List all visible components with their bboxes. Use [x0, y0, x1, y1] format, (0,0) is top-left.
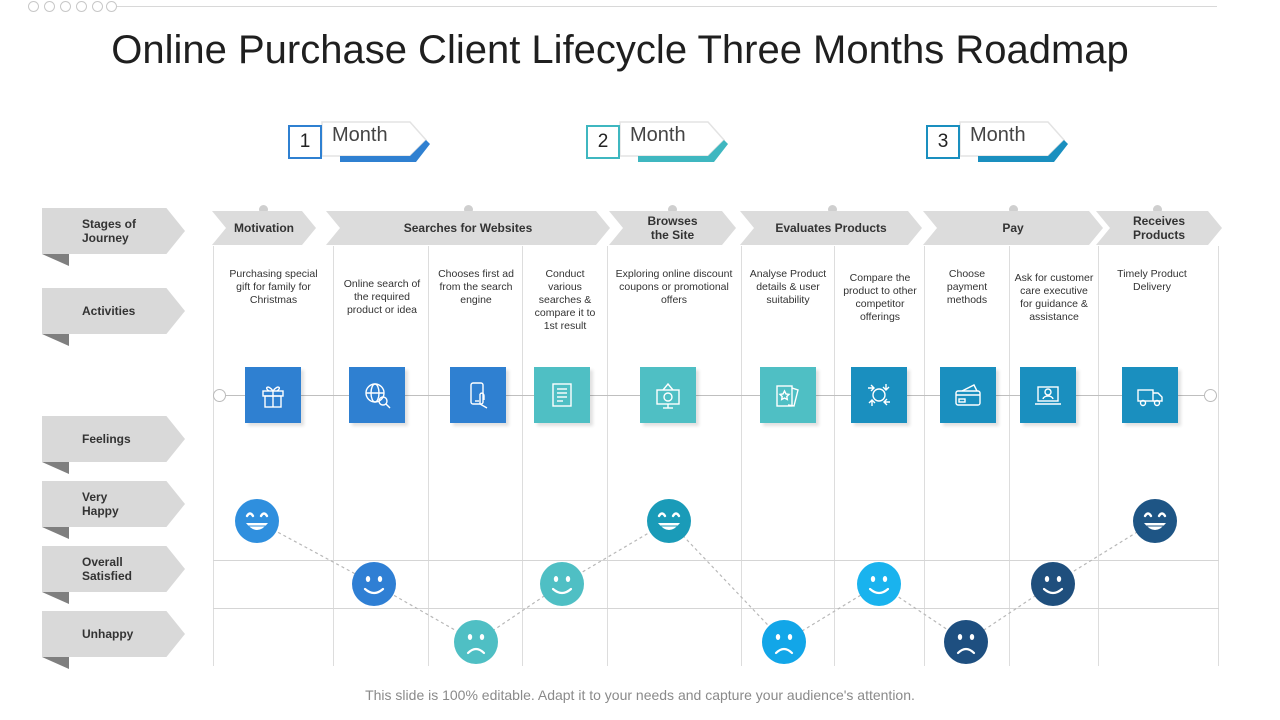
footer-note: This slide is 100% editable. Adapt it to… — [365, 687, 915, 703]
stage-dot — [828, 205, 837, 214]
support-laptop-icon — [1020, 367, 1076, 423]
row-label-stages: Stages of Journey — [42, 208, 185, 254]
very-happy-face-icon — [235, 499, 279, 543]
grid-line — [834, 246, 835, 666]
activity-text: Ask for customer care executive for guid… — [1014, 272, 1094, 323]
nav-dot — [28, 1, 39, 12]
document-list-icon — [534, 367, 590, 423]
row-label-activities: Activities — [42, 288, 185, 334]
coupon-icon — [640, 367, 696, 423]
nav-dot — [106, 1, 117, 12]
activity-text: Conduct various searches & compare it to… — [534, 268, 596, 332]
row-label-overall-satisfied: Overall Satisfied — [42, 546, 185, 592]
month-label: Month — [332, 124, 388, 146]
stage-dot — [668, 205, 677, 214]
activity-text: Timely Product Delivery — [1117, 268, 1187, 293]
grid-line — [333, 246, 334, 666]
unhappy-face-icon — [762, 620, 806, 664]
month-badge-2: 2 Month — [586, 120, 728, 164]
globe-search-icon — [349, 367, 405, 423]
stage-motivation: Motivation — [212, 211, 316, 245]
page-title: Online Purchase Client Lifecycle Three M… — [111, 28, 1129, 72]
unhappy-face-icon — [944, 620, 988, 664]
grid-line — [1218, 246, 1219, 666]
nav-dot — [92, 1, 103, 12]
activity-text: Analyse Product details & user suitabili… — [749, 268, 827, 306]
very-happy-face-icon — [1133, 499, 1177, 543]
grid-line — [607, 246, 608, 666]
stage-pay: Pay — [923, 211, 1103, 245]
very-happy-face-icon — [647, 499, 691, 543]
grid-line — [924, 246, 925, 666]
month-label: Month — [630, 124, 686, 146]
feelings-connector-line — [256, 520, 1156, 643]
stage-dot — [464, 205, 473, 214]
overall-satisfied-face-icon — [540, 562, 584, 606]
month-number: 2 — [586, 125, 620, 159]
activity-text: Purchasing special gift for family for C… — [229, 268, 318, 306]
grid-line — [213, 560, 1219, 561]
row-label-feelings: Feelings — [42, 416, 185, 462]
mobile-tap-icon — [450, 367, 506, 423]
activity-text: Chooses first ad from the search engine — [438, 268, 514, 306]
timeline-end — [1204, 389, 1217, 402]
grid-line — [522, 246, 523, 666]
row-label-unhappy: Unhappy — [42, 611, 185, 657]
month-arrow-shape — [959, 121, 1068, 162]
activity-text: Choose payment methods — [946, 268, 988, 306]
row-label-very-happy: Very Happy — [42, 481, 185, 527]
delivery-truck-icon — [1122, 367, 1178, 423]
month-label: Month — [970, 124, 1026, 146]
grid-line — [1098, 246, 1099, 666]
timeline-end — [213, 389, 226, 402]
grid-line — [1009, 246, 1010, 666]
stage-evaluates-products: Evaluates Products — [740, 211, 922, 245]
month-badge-1: 1 Month — [288, 120, 430, 164]
product-cards-icon — [760, 367, 816, 423]
month-arrow-shape — [321, 121, 430, 162]
compare-icon — [851, 367, 907, 423]
overall-satisfied-face-icon — [352, 562, 396, 606]
grid-line — [428, 246, 429, 666]
month-arrow-shape — [619, 121, 728, 162]
gift-icon — [245, 367, 301, 423]
month-badge-3: 3 Month — [926, 120, 1068, 164]
stage-dot — [1009, 205, 1018, 214]
grid-line — [213, 246, 214, 666]
stage-browses-the-site: Browses the Site — [609, 211, 736, 245]
credit-card-icon — [940, 367, 996, 423]
nav-dot — [44, 1, 55, 12]
grid-line — [213, 608, 1219, 609]
overall-satisfied-face-icon — [1031, 562, 1075, 606]
grid-line — [741, 246, 742, 666]
top-divider — [112, 6, 1217, 7]
nav-dot — [76, 1, 87, 12]
month-number: 1 — [288, 125, 322, 159]
stage-dot — [1153, 205, 1162, 214]
activity-text: Exploring online discount coupons or pro… — [615, 268, 733, 306]
stage-searches-for-websites: Searches for Websites — [326, 211, 610, 245]
overall-satisfied-face-icon — [857, 562, 901, 606]
timeline-line — [220, 395, 1210, 396]
activity-text: Online search of the required product or… — [343, 278, 421, 316]
month-number: 3 — [926, 125, 960, 159]
nav-dot — [60, 1, 71, 12]
activity-text: Compare the product to other competitor … — [843, 272, 917, 323]
stage-receives-products: Receives Products — [1096, 211, 1222, 245]
stage-dot — [259, 205, 268, 214]
unhappy-face-icon — [454, 620, 498, 664]
